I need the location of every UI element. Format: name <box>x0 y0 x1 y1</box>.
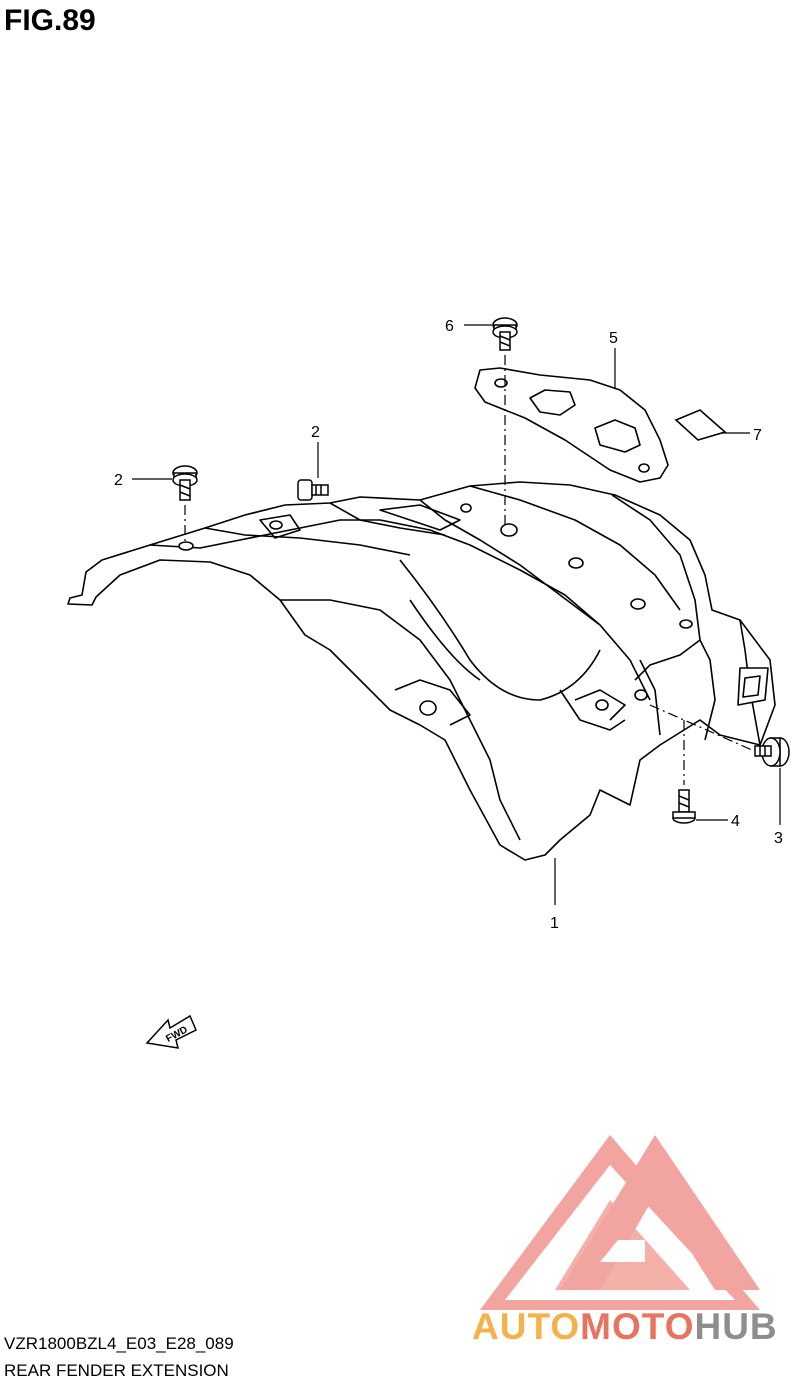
callout-7: 7 <box>753 427 762 444</box>
watermark-part1: AUTO <box>472 1306 581 1347</box>
screw-3-icon <box>754 737 790 767</box>
pad-part <box>674 409 727 441</box>
callout-2a: 2 <box>114 472 123 489</box>
callout-6: 6 <box>445 318 454 335</box>
callout-3: 3 <box>774 830 783 847</box>
callout-2b: 2 <box>311 424 320 441</box>
watermark-part3: HUB <box>694 1306 778 1347</box>
watermark-logo-icon <box>480 1135 760 1310</box>
screw-6-icon <box>492 317 518 351</box>
forward-arrow-icon: FWD <box>145 1014 197 1049</box>
watermark-part2: MOTO <box>580 1306 695 1347</box>
callout-leaders <box>132 324 781 905</box>
part-name: REAR FENDER EXTENSION <box>4 1361 229 1380</box>
screw-2a-icon <box>172 465 198 501</box>
callout-5: 5 <box>609 330 618 347</box>
callout-4: 4 <box>731 813 740 830</box>
bracket-part <box>474 367 669 483</box>
screw-2b-icon <box>297 479 329 501</box>
screw-4-icon <box>672 789 696 824</box>
assembly-guide-lines <box>184 355 753 785</box>
watermark-text: AUTOMOTOHUB <box>472 1306 778 1348</box>
callout-1: 1 <box>550 915 559 932</box>
rear-fender-extension <box>67 481 776 861</box>
model-code: VZR1800BZL4_E03_E28_089 <box>4 1334 234 1353</box>
figure-title: FIG.89 <box>4 4 96 37</box>
